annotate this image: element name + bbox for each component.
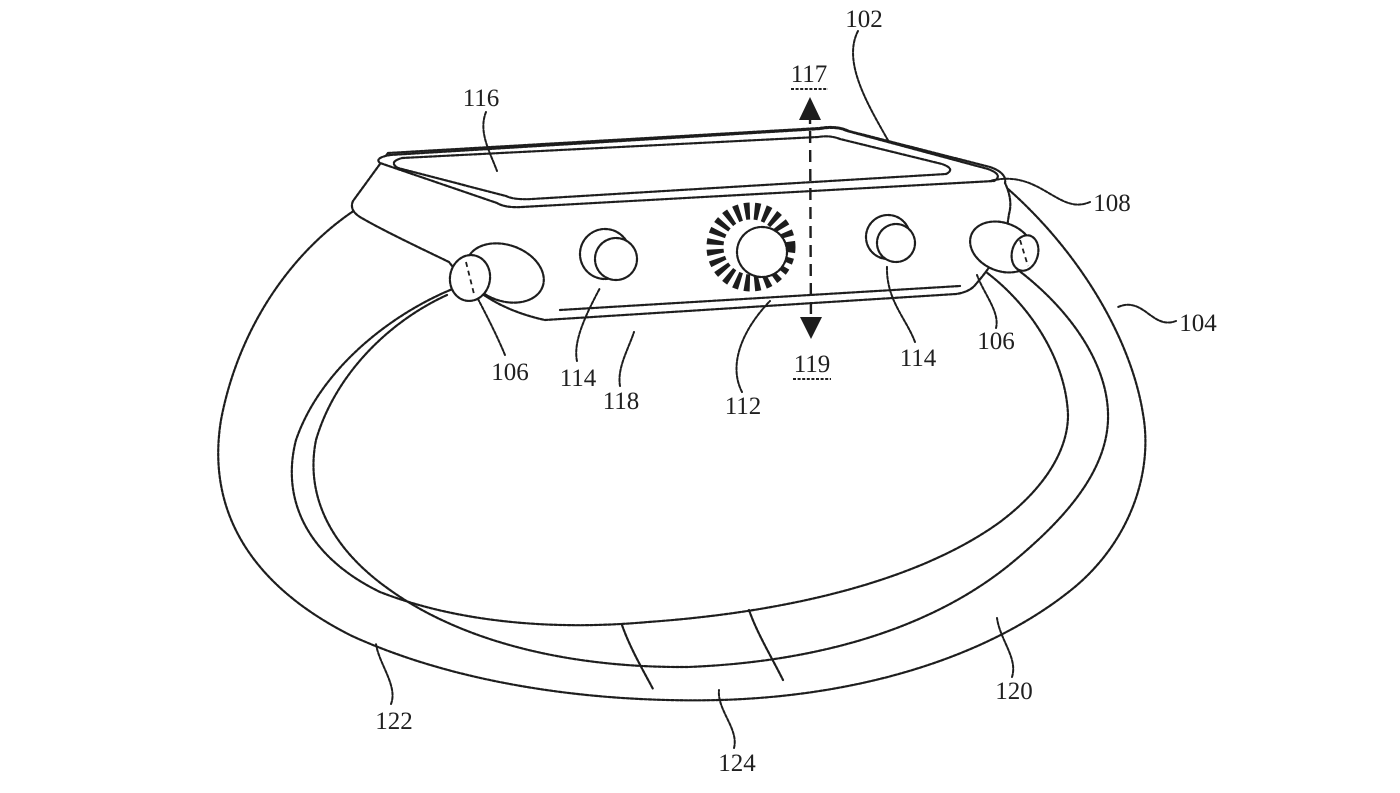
label-116: 116 [463,85,500,112]
lug-pin-right-cap [1010,234,1040,272]
leader-102 [852,30,890,143]
side-button-left [578,227,639,282]
label-114-left: 114 [560,365,597,392]
label-120: 120 [995,678,1033,705]
crown-face [735,225,789,279]
label-102: 102 [845,6,883,33]
lug-pin-left [448,242,545,304]
lug-pin-right-centerline [1019,239,1029,267]
leader-120 [996,617,1015,678]
lug-pin-left-cap [448,253,492,303]
axis-arrow-up-icon [799,97,821,120]
label-104: 104 [1179,310,1217,337]
lug-pin-left-centerline [465,261,475,295]
side-button-left-face [593,236,639,282]
leader-104 [1117,303,1177,324]
label-108: 108 [1093,190,1131,217]
leader-lines [375,30,1177,749]
band-segment-divider-right [747,608,785,682]
leader-118 [618,331,635,387]
leader-114-right [885,265,916,343]
watch-case [350,125,1012,322]
reference-numerals: 102 117 116 108 104 106 114 118 112 119 … [375,6,1217,777]
side-button-right [864,213,917,264]
label-106-right: 106 [977,328,1015,355]
watch-band [217,180,1147,702]
side-button-right-face [875,222,917,264]
leader-106-right [976,274,998,329]
leader-122 [375,643,394,705]
lug-pin-right [969,220,1040,274]
label-119: 119 [794,351,831,378]
motion-axis [799,97,822,339]
label-118: 118 [603,388,640,415]
leader-108 [989,177,1091,206]
label-114-right: 114 [900,345,937,372]
leader-116 [482,111,498,172]
band-inner-edge [290,270,1070,627]
label-122: 122 [375,708,413,735]
band-segment-divider-left [620,623,655,691]
band-inner-surface-edge [312,260,1110,669]
band-outer-edge [217,180,1147,702]
leader-106-left [477,298,506,356]
case-bottom-rim-line [558,284,962,312]
digital-crown [706,202,796,292]
label-117: 117 [791,61,828,88]
leader-124 [717,689,736,749]
leader-114-left [575,287,601,362]
label-112: 112 [725,393,762,420]
label-124: 124 [718,750,756,777]
label-106-left: 106 [491,359,529,386]
axis-arrow-down-icon [800,317,822,339]
leader-112 [735,300,771,393]
axis-dashed-line [808,111,813,331]
